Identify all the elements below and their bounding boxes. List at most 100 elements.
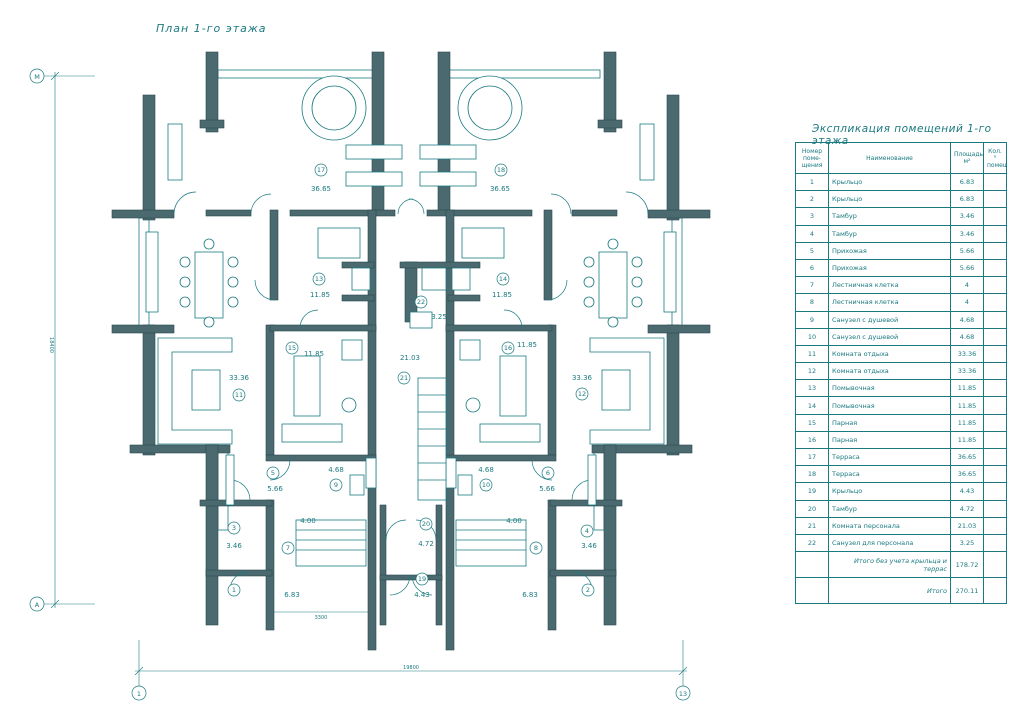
room-7: 7 4.00 [281, 517, 316, 555]
cell-qty [983, 413, 1007, 432]
cell-name: Лестничная клетка [828, 276, 951, 295]
room-1: 1 6.83 [227, 583, 300, 599]
svg-text:4.43: 4.43 [414, 591, 430, 599]
svg-text:4.00: 4.00 [300, 517, 316, 525]
room-3: 3 3.46 [226, 521, 242, 550]
cell-num: 4 [795, 224, 829, 243]
total-without-label: Итого без учета крыльца и террас [828, 551, 951, 579]
svg-text:19: 19 [418, 575, 426, 583]
svg-text:4: 4 [585, 527, 589, 535]
svg-text:12: 12 [578, 390, 586, 398]
cell-area: 21.03 [950, 516, 984, 535]
cell-num: 19 [795, 482, 829, 501]
svg-text:3.25: 3.25 [431, 313, 447, 321]
cell-area: 11.85 [950, 413, 984, 432]
cell-num: 21 [795, 516, 829, 535]
svg-text:16: 16 [504, 344, 512, 352]
cell-num: 10 [795, 327, 829, 346]
cell-name: Комната персонала [828, 516, 951, 535]
svg-text:11: 11 [235, 391, 243, 399]
cell-num: 1 [795, 172, 829, 192]
room-21: 21 21.03 [397, 354, 420, 385]
cell-area: 3.25 [950, 533, 984, 553]
room-10: 10 4.68 [478, 466, 494, 492]
svg-text:6: 6 [546, 469, 550, 477]
svg-text:4.00: 4.00 [506, 517, 522, 525]
svg-text:6.83: 6.83 [522, 591, 538, 599]
cell-num: 12 [795, 362, 829, 381]
cell-qty [983, 224, 1007, 243]
svg-text:5.66: 5.66 [267, 485, 283, 493]
total-without-value: 178.72 [950, 551, 984, 579]
cell-name: Санузел с душевой [828, 327, 951, 346]
cell-num: 18 [795, 465, 829, 484]
table-row-total: Итого 270.11 [795, 577, 1007, 605]
svg-text:4.68: 4.68 [328, 466, 344, 474]
cell-area: 6.83 [950, 190, 984, 209]
svg-text:3.46: 3.46 [581, 542, 597, 550]
cell-area: 33.36 [950, 344, 984, 364]
cell-qty [983, 430, 1007, 450]
cell-qty [983, 190, 1007, 209]
cell-name: Прихожая [828, 258, 951, 278]
bottom-axis: 19800 1 13 3300 [131, 611, 691, 701]
cell-qty [983, 327, 1007, 346]
cell-qty [983, 379, 1007, 398]
cell-name: Тамбур [828, 207, 951, 226]
cell-area: 33.36 [950, 362, 984, 381]
cell-name: Крыльцо [828, 190, 951, 209]
table-header: Номер поме-щения Наименование Площадь, м… [795, 142, 1007, 174]
svg-text:14: 14 [499, 275, 507, 283]
cell-qty [983, 465, 1007, 484]
cell-qty [983, 396, 1007, 415]
room-22: 22 3.25 [414, 295, 447, 321]
cell-qty [983, 344, 1007, 364]
room-6: 6 5.66 [539, 466, 555, 493]
cell-qty [983, 207, 1007, 226]
room-4: 4 3.46 [580, 524, 597, 550]
svg-text:18: 18 [497, 166, 505, 174]
svg-text:4.68: 4.68 [478, 466, 494, 474]
cell-num: 6 [795, 258, 829, 278]
cell-qty [983, 310, 1007, 329]
svg-text:11.85: 11.85 [517, 341, 537, 349]
cell-qty [983, 241, 1007, 260]
cell-num: 14 [795, 396, 829, 415]
cell-qty [983, 533, 1007, 553]
svg-text:33.36: 33.36 [572, 374, 593, 382]
svg-text:33.36: 33.36 [229, 374, 250, 382]
cell-area: 5.66 [950, 241, 984, 260]
svg-text:7: 7 [286, 544, 290, 552]
cell-name: Помывочная [828, 379, 951, 398]
cell-area: 11.85 [950, 379, 984, 398]
svg-text:6.83: 6.83 [284, 591, 300, 599]
axis-label-a: A [35, 601, 40, 609]
room-13: 13 11.85 [310, 272, 330, 299]
horizontal-dimension: 19800 [403, 665, 419, 671]
cell-num: 8 [795, 293, 829, 312]
total-value: 270.11 [950, 577, 984, 605]
svg-text:11.85: 11.85 [310, 291, 330, 299]
room-12: 12 33.36 [572, 374, 593, 401]
cell-num: 16 [795, 430, 829, 450]
table-row-total-without: Итого без учета крыльца и террас 178.72 [795, 551, 1007, 579]
svg-text:36.65: 36.65 [490, 185, 510, 193]
cell-name: Помывочная [828, 396, 951, 415]
room-labels: 1 6.83 2 6.83 3 3.46 4 3.46 5 5.66 6 5.6… [226, 163, 597, 599]
cell-area: 3.46 [950, 224, 984, 243]
cell-name: Санузел для персонала [828, 533, 951, 553]
left-axis: M A 18400 [29, 68, 95, 612]
cell-num: 15 [795, 413, 829, 432]
floor-plan: M A 18400 19800 1 13 3300 [29, 51, 711, 701]
svg-text:15: 15 [288, 344, 296, 352]
cell-name: Комната отдыха [828, 344, 951, 364]
svg-text:3.46: 3.46 [226, 542, 242, 550]
